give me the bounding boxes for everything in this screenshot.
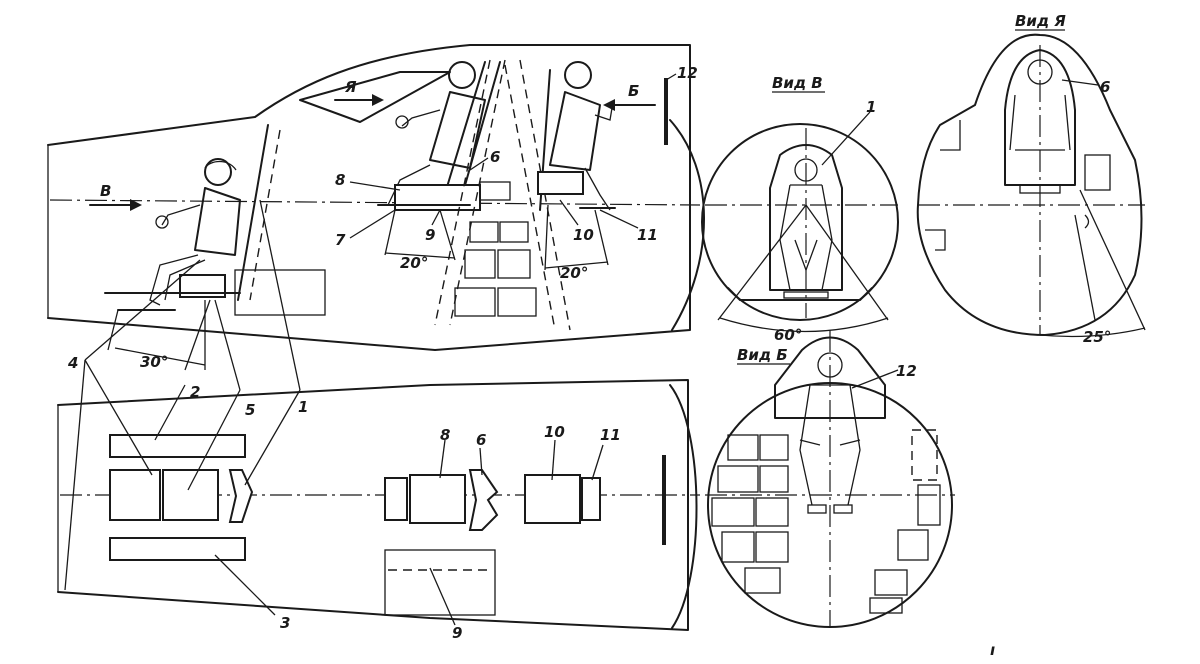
view-b: Вид Б 12	[705, 330, 955, 628]
arrow-b: Б	[603, 82, 656, 111]
stray-mark: ı	[990, 641, 995, 659]
top-view-callouts	[64, 359, 604, 626]
angle-20-right-label: 20°	[560, 264, 588, 282]
arrow-ya-label: Я	[344, 78, 357, 96]
view-b-title: Вид Б	[737, 346, 788, 364]
block-4	[109, 469, 161, 521]
block-7-top	[384, 477, 408, 521]
callout-4: 4	[67, 354, 78, 372]
callout-12-view-b: 12	[896, 362, 917, 380]
rail-2	[109, 434, 246, 458]
callout-8-side: 8	[335, 171, 345, 189]
block-8-top	[409, 474, 466, 524]
top-view-components	[109, 434, 601, 616]
callout-6-side: 6	[490, 148, 500, 166]
callout-5: 5	[245, 401, 255, 419]
arrow-v-label: В	[100, 182, 111, 200]
callout-10-top: 10	[544, 423, 565, 441]
pilot-seated-middle: 20°	[377, 61, 501, 272]
view-ya: Вид Я 25° 6	[916, 12, 1146, 346]
callout-8-top: 8	[440, 426, 450, 444]
pilot-seated-right: 20°	[537, 61, 616, 282]
block-9-top	[384, 549, 496, 616]
rail-3	[109, 537, 246, 561]
callout-2: 2	[190, 383, 200, 401]
callout-12-side: 12	[677, 64, 698, 82]
block-5	[162, 469, 219, 521]
pilot-seated-left	[84, 124, 326, 391]
angle-30-label: 30°	[140, 353, 168, 371]
callout-7-side: 7	[335, 231, 346, 249]
callout-11-top: 11	[600, 426, 621, 444]
view-v: Вид В 60° 1	[701, 74, 899, 344]
callout-6-view-ya: 6	[1100, 78, 1110, 96]
callout-11-side: 11	[637, 226, 658, 244]
side-view-fuselage	[47, 44, 705, 351]
angle-20-left-label: 20°	[400, 254, 428, 272]
angle-25-label: 25°	[1083, 328, 1111, 346]
callout-3: 3	[280, 614, 290, 632]
arrow-b-label: Б	[628, 82, 639, 100]
block-11-top	[581, 477, 601, 521]
angle-30: 30°	[107, 300, 206, 371]
callout-9-top: 9	[452, 624, 462, 642]
callout-9-side: 9	[425, 226, 435, 244]
view-v-title: Вид В	[772, 74, 823, 92]
block-10-top	[524, 474, 581, 524]
view-ya-title: Вид Я	[1015, 12, 1066, 30]
callout-10-side: 10	[573, 226, 594, 244]
seat-6-top	[468, 469, 499, 531]
callout-1: 1	[298, 398, 308, 416]
callout-6-top: 6	[476, 431, 486, 449]
callout-1-view-v: 1	[866, 98, 876, 116]
angle-60-label: 60°	[774, 326, 802, 344]
arrow-ya: Я	[334, 78, 384, 106]
arrow-v: В	[89, 182, 142, 211]
